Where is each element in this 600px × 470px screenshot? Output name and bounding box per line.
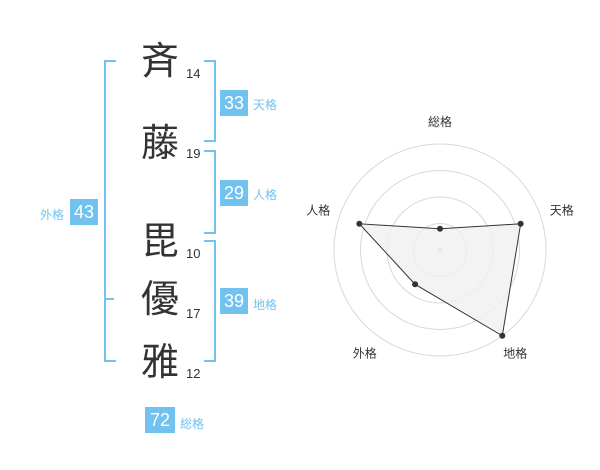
tenkaku-value: 33 — [220, 90, 248, 116]
chikaku-bracket — [204, 240, 216, 362]
jinkaku-bracket — [204, 150, 216, 234]
chikaku-label: 地格 — [253, 298, 278, 312]
soukaku-value: 72 — [145, 407, 175, 433]
name-char: 藤 — [140, 121, 179, 165]
tenkaku-label: 天格 — [253, 98, 278, 112]
radar-point — [499, 332, 506, 339]
radar-point — [412, 281, 419, 288]
gaikaku-bracket-tick — [104, 298, 114, 300]
gaikaku-value: 43 — [70, 199, 98, 225]
name-char: 優 — [140, 277, 179, 321]
jinkaku-value: 29 — [220, 180, 248, 206]
stroke-count: 12 — [186, 366, 201, 381]
stroke-count: 19 — [186, 146, 201, 161]
radar-area — [358, 223, 522, 337]
stroke-count: 17 — [186, 306, 201, 321]
soukaku-label: 総格 — [180, 417, 205, 431]
radar-point — [517, 220, 524, 227]
radar-axis-label: 地格 — [503, 346, 527, 361]
radar-axis-label: 外格 — [353, 346, 377, 361]
gaikaku-bracket — [104, 60, 116, 362]
stroke-count: 10 — [186, 246, 201, 261]
radar-point — [437, 225, 443, 232]
radar-axis-label: 天格 — [550, 202, 574, 217]
radar-series-area — [358, 223, 522, 337]
name-char: 雅 — [140, 340, 179, 384]
radar-point — [356, 220, 363, 227]
tenkaku-bracket — [204, 60, 216, 142]
name-char: 毘 — [140, 219, 179, 263]
jinkaku-label: 人格 — [253, 188, 278, 202]
stroke-count: 14 — [186, 66, 201, 81]
gaikaku-label: 外格 — [40, 208, 65, 222]
name-char: 斉 — [140, 39, 179, 83]
radar-points — [356, 220, 524, 339]
chikaku-value: 39 — [220, 288, 248, 314]
radar-ring — [333, 143, 547, 357]
radar-ring — [360, 170, 520, 330]
radar-axis-label: 総格 — [428, 114, 452, 129]
radar-axis-label: 人格 — [306, 202, 330, 217]
